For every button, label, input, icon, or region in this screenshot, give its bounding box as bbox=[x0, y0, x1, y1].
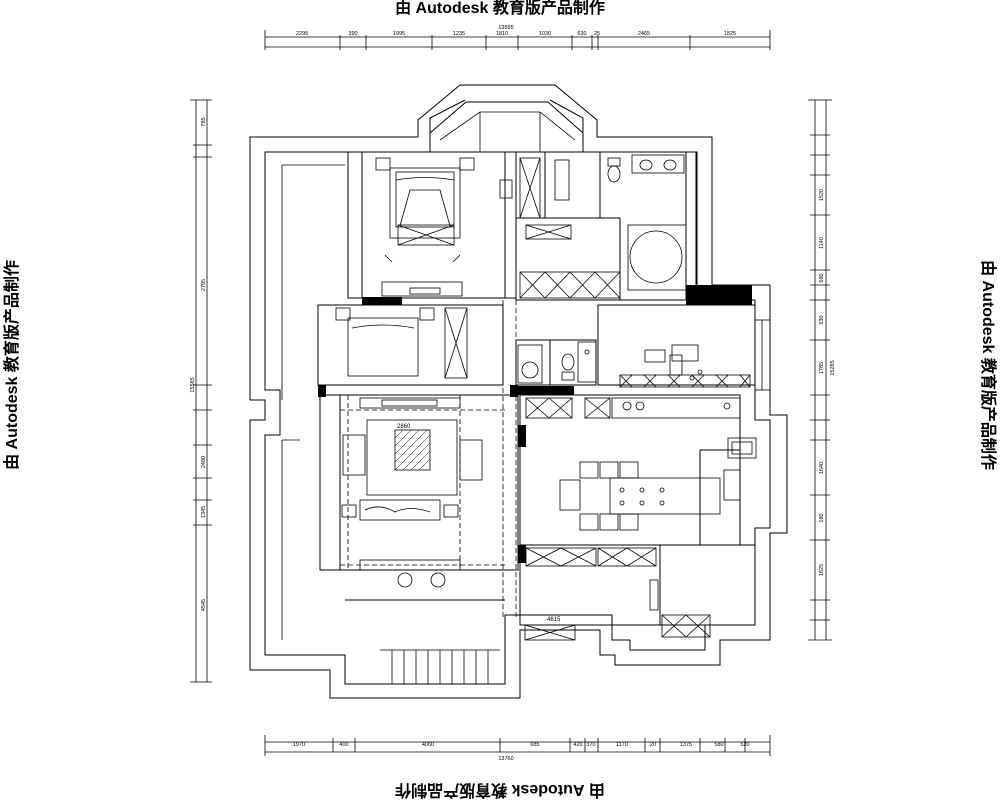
svg-text:400: 400 bbox=[339, 742, 348, 748]
svg-text:370: 370 bbox=[586, 742, 595, 748]
svg-text:1235: 1235 bbox=[453, 31, 465, 37]
watermark-bottom: 由 Autodesk 教育版产品制作 bbox=[395, 781, 605, 798]
svg-text:1625: 1625 bbox=[819, 564, 825, 576]
living-furniture bbox=[341, 397, 483, 588]
second-bed bbox=[335, 307, 468, 379]
bottom-dimension-chain bbox=[264, 735, 771, 756]
staircase bbox=[380, 649, 500, 684]
watermark-right: 由 Autodesk 教育版产品制作 bbox=[979, 260, 996, 470]
svg-text:2295: 2295 bbox=[296, 31, 308, 37]
svg-text:1375: 1375 bbox=[680, 742, 692, 748]
svg-text:1785: 1785 bbox=[819, 362, 825, 374]
svg-text:2465: 2465 bbox=[638, 31, 650, 37]
corridor-dashed bbox=[340, 300, 517, 620]
svg-text:530: 530 bbox=[819, 315, 825, 324]
svg-text:390: 390 bbox=[348, 31, 357, 37]
svg-text:520: 520 bbox=[740, 742, 749, 748]
master-tv-unit bbox=[381, 254, 463, 297]
top-dimension-chain bbox=[264, 30, 771, 50]
svg-text:25: 25 bbox=[594, 31, 600, 37]
svg-text:4060: 4060 bbox=[422, 742, 434, 748]
svg-text:1825: 1825 bbox=[724, 31, 736, 37]
svg-text:13595: 13595 bbox=[498, 25, 513, 31]
svg-text:20: 20 bbox=[650, 742, 656, 748]
right-dimension-chain bbox=[808, 99, 832, 641]
svg-text:15585: 15585 bbox=[190, 377, 196, 392]
svg-text:2480: 2480 bbox=[201, 456, 207, 468]
right-bedroom-fixtures bbox=[619, 319, 770, 391]
svg-text:1810: 1810 bbox=[496, 31, 508, 37]
top-right-fixtures bbox=[519, 154, 687, 299]
left-dimension-labels: 15585 785 2795 2480 1345 4545 bbox=[190, 117, 207, 611]
left-balcony bbox=[281, 164, 345, 640]
svg-text:1030: 1030 bbox=[539, 31, 551, 37]
kitchen-dining bbox=[525, 397, 741, 531]
corridor-width-label: 4615 bbox=[547, 617, 561, 623]
svg-text:4545: 4545 bbox=[201, 599, 207, 611]
svg-text:1520: 1520 bbox=[819, 189, 825, 201]
corridor-cabinet bbox=[524, 624, 576, 641]
watermark-top: 由 Autodesk 教育版产品制作 bbox=[395, 0, 605, 17]
watermark-left: 由 Autodesk 教育版产品制作 bbox=[4, 260, 21, 470]
svg-text:180: 180 bbox=[819, 513, 825, 522]
right-dimension-labels: 15285 1520 1140 580 530 1785 1640 180 16… bbox=[819, 189, 836, 576]
bottom-dimension-labels: 13760 1970 400 4060 685 420 370 1170 20 … bbox=[293, 742, 750, 762]
svg-text:1140: 1140 bbox=[819, 237, 825, 249]
svg-text:685: 685 bbox=[530, 742, 539, 748]
decoration-tag: DECORATION bbox=[516, 386, 574, 395]
svg-text:580: 580 bbox=[714, 742, 723, 748]
svg-text:1170: 1170 bbox=[616, 742, 628, 748]
bay-window bbox=[439, 111, 576, 152]
svg-text:1640: 1640 bbox=[819, 462, 825, 474]
svg-text:630: 630 bbox=[577, 31, 586, 37]
svg-text:DECORATION: DECORATION bbox=[518, 388, 565, 395]
svg-text:580: 580 bbox=[819, 273, 825, 282]
solid-columns bbox=[318, 285, 752, 563]
svg-text:1995: 1995 bbox=[393, 31, 405, 37]
middle-bath-fixtures bbox=[517, 341, 597, 384]
master-bed bbox=[375, 157, 513, 246]
living-width-label: 2860 bbox=[397, 424, 411, 430]
svg-text:13760: 13760 bbox=[498, 756, 513, 762]
svg-text:785: 785 bbox=[201, 117, 207, 126]
svg-text:1345: 1345 bbox=[201, 506, 207, 518]
svg-text:2795: 2795 bbox=[201, 279, 207, 291]
left-dimension-chain bbox=[190, 99, 212, 683]
top-dimension-labels: 13595 2295 390 1995 1235 1810 1030 630 2… bbox=[296, 25, 736, 37]
lower-kitchen bbox=[525, 437, 757, 638]
svg-text:420: 420 bbox=[573, 742, 582, 748]
svg-text:15285: 15285 bbox=[830, 360, 836, 375]
svg-text:1970: 1970 bbox=[293, 742, 305, 748]
